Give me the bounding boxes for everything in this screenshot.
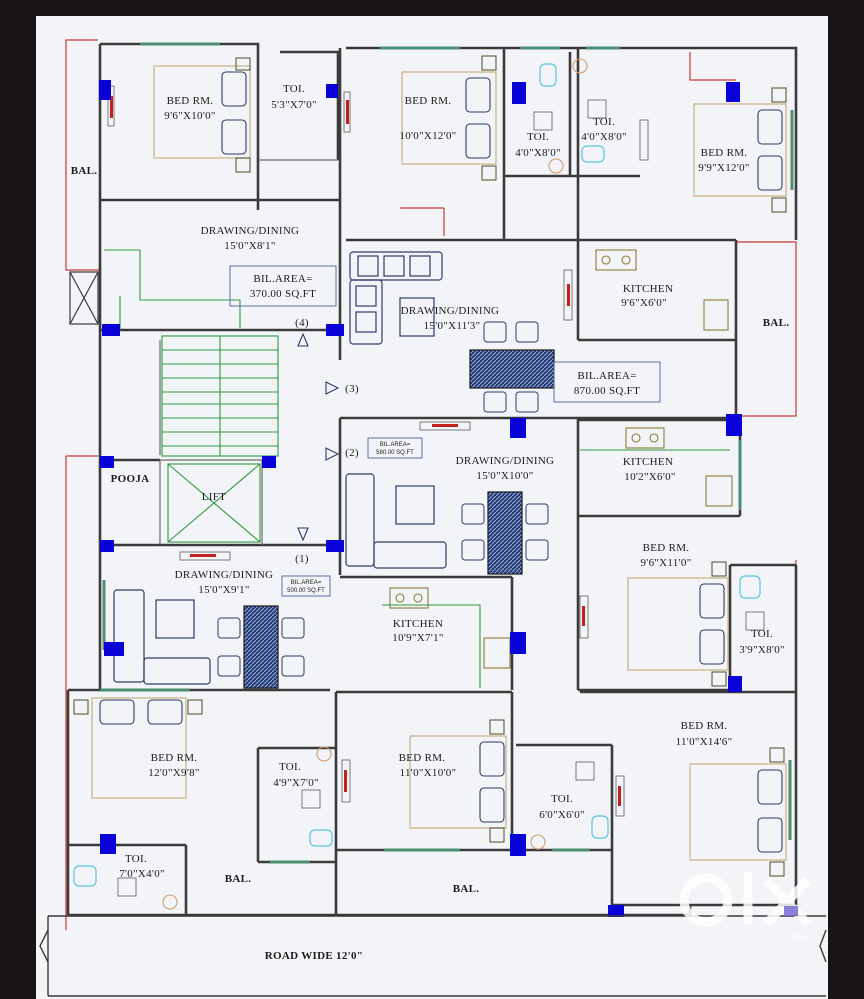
label-bed-tr-name: BED RM. (701, 147, 748, 159)
label-bed-tr-dim: 9'9"X12'0" (698, 162, 749, 174)
watermark-sub: INDIA (790, 933, 812, 942)
label-bed-tc-dim: 10'0"X12'0" (399, 130, 456, 142)
label-kit-bc-dim: 10'9"X7'1" (392, 632, 443, 644)
label-area4-title: BIL.AREA= (291, 580, 322, 586)
dining-chairs (217, 321, 549, 677)
plot-boundary (65, 39, 797, 930)
room-labels: BED RM. 9'6"X10'0" TOI. 5'3"X7'0" BED RM… (71, 83, 790, 962)
label-toi-tc1-name: TOI. (527, 131, 549, 143)
label-bed-bl-name: BED RM. (151, 752, 198, 764)
floor-plan-sheet: BED RM. 9'6"X10'0" TOI. 5'3"X7'0" BED RM… (36, 16, 828, 999)
windows (100, 42, 794, 864)
walls (66, 42, 798, 917)
label-dd-tl-name: DRAWING/DINING (201, 225, 300, 237)
label-toi-bc-dim: 6'0"X6'0" (539, 809, 585, 821)
label-area1-value: 370.00 SQ.FT (250, 288, 316, 300)
label-lift: LIFT (202, 491, 226, 503)
label-bed-tl-dim: 9'6"X10'0" (164, 110, 215, 122)
label-toi-bl-name: TOI. (279, 761, 301, 773)
thin-partitions (159, 159, 338, 545)
label-flat-3: (3) (345, 383, 359, 395)
label-bed-tl-name: BED RM. (167, 95, 214, 107)
label-bed-br-name: BED RM. (681, 720, 728, 732)
label-dd-bl-dim: 15'0"X9'1" (198, 584, 249, 596)
label-toi-mr-dim: 3'9"X8'0" (739, 644, 785, 656)
label-flat-1: (1) (295, 553, 309, 565)
label-bed-tc-name: BED RM. (405, 95, 452, 107)
label-toi-tl-dim: 5'3"X7'0" (271, 99, 317, 111)
beds (91, 65, 787, 861)
floor-plan-drawing: BED RM. 9'6"X10'0" TOI. 5'3"X7'0" BED RM… (39, 39, 827, 997)
label-bed-bl-dim: 12'0"X9'8" (148, 767, 199, 779)
label-kit-mr-name: KITCHEN (623, 456, 673, 468)
label-bal-bottom-1: BAL. (225, 873, 252, 885)
label-bed-br-dim: 11'0"X14'6" (676, 736, 733, 748)
kitchen-fixtures (389, 249, 733, 669)
staircase (104, 249, 730, 688)
label-toi-bl-dim: 4'9"X7'0" (273, 777, 319, 789)
shower-trays (117, 99, 765, 897)
label-area1-title: BIL.AREA= (253, 273, 312, 285)
label-kit-tr-name: KITCHEN (623, 283, 673, 295)
label-dd-mc-dim: 15'0"X10'0" (476, 470, 533, 482)
label-kit-mr-dim: 10'2"X6'0" (624, 471, 675, 483)
label-bal-left: BAL. (71, 165, 98, 177)
toilet-fixtures (73, 63, 761, 887)
wash-basins (162, 58, 588, 910)
label-area2-title: BIL.AREA= (577, 370, 636, 382)
label-area2-value: 870.00 SQ.FT (574, 385, 640, 397)
area-boxes (229, 265, 661, 597)
label-pooja: POOJA (111, 473, 150, 485)
label-toi-mr-name: TOI. (751, 628, 773, 640)
label-area3-title: BIL.AREA= (380, 442, 411, 448)
label-dd-c-name: DRAWING/DINING (401, 305, 500, 317)
label-toi-bll-dim: 7'0"X4'0" (119, 868, 165, 880)
label-flat-4: (4) (295, 317, 309, 329)
label-bal-bottom-2: BAL. (453, 883, 480, 895)
label-bed-bc-dim: 11'0"X10'0" (400, 767, 457, 779)
label-dd-c-dim: 15'0"X11'3" (424, 320, 481, 332)
label-kit-bc-name: KITCHEN (393, 618, 443, 630)
label-bal-right: BAL. (763, 317, 790, 329)
label-toi-tc1-dim: 4'0"X8'0" (515, 147, 561, 159)
pillows (99, 71, 783, 853)
label-toi-bll-name: TOI. (125, 853, 147, 865)
sofa-sets (113, 251, 447, 685)
label-area4-value: 500.00 SQ.FT (287, 588, 325, 594)
label-kit-tr-dim: 9'6"X6'0" (621, 297, 667, 309)
label-area3-value: 580.00 SQ.FT (376, 450, 414, 456)
label-toi-tl-name: TOI. (283, 83, 305, 95)
flat-entry-arrows (297, 332, 340, 542)
label-dd-bl-name: DRAWING/DINING (175, 569, 274, 581)
doors (107, 85, 649, 817)
label-toi-bc-name: TOI. (551, 793, 573, 805)
label-flat-2: (2) (345, 447, 359, 459)
label-toi-tc2-dim: 4'0"X8'0" (581, 131, 627, 143)
lift-shaft (167, 463, 261, 543)
olx-watermark: INDIA (679, 872, 812, 942)
dining-tables (243, 349, 555, 689)
label-bed-bc-name: BED RM. (399, 752, 446, 764)
duct-box (69, 271, 99, 325)
road-strip (39, 915, 827, 997)
label-road-width: ROAD WIDE 12'0" (265, 950, 363, 962)
bedside-tables (73, 55, 787, 877)
structural-columns (99, 80, 742, 917)
label-bed-mr-name: BED RM. (643, 542, 690, 554)
label-bed-mr-dim: 9'6"X11'0" (641, 557, 692, 569)
label-toi-tc2-name: TOI. (593, 116, 615, 128)
label-dd-mc-name: DRAWING/DINING (456, 455, 555, 467)
label-dd-tl-dim: 15'0"X8'1" (224, 240, 275, 252)
